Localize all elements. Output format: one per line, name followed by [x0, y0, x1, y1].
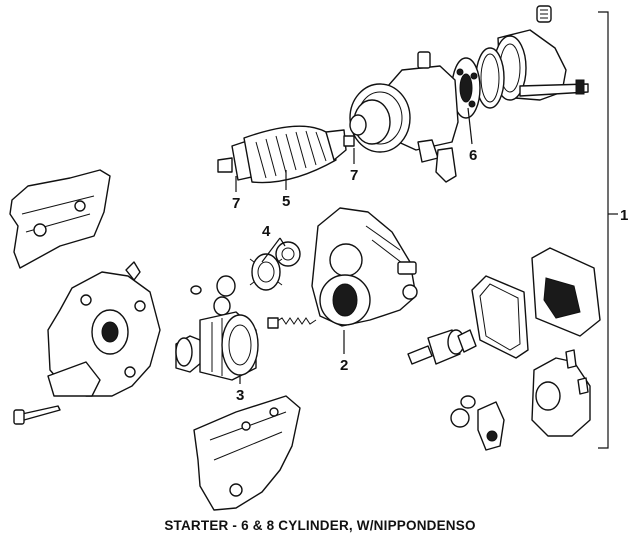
brush-plate	[451, 47, 505, 119]
washer	[267, 317, 279, 329]
callout-3: 3	[236, 387, 244, 404]
callout-5: 5	[282, 193, 290, 210]
heat-shield-lower	[193, 395, 301, 511]
drive-housing	[47, 261, 161, 397]
diagram-caption: STARTER - 6 & 8 CYLINDER, W/NIPPONDENSO	[164, 518, 476, 533]
magnetic-switch-housing	[311, 207, 418, 327]
callout-7-upper: 7	[350, 167, 358, 184]
gasket-left	[471, 275, 529, 359]
callout-1: 1	[620, 207, 628, 224]
contact-cover	[531, 349, 591, 437]
plunger-spring	[275, 317, 317, 325]
callout-2: 2	[340, 357, 348, 374]
nuts-contact-plate	[450, 395, 505, 451]
terminal-boot	[536, 5, 552, 23]
gasket-right	[531, 247, 601, 337]
heat-shield-upper	[9, 169, 111, 269]
leader-lines	[235, 107, 473, 384]
idler-gears	[249, 241, 301, 291]
bracket-1	[598, 11, 618, 449]
mounting-bolt	[13, 405, 61, 425]
end-frame	[493, 29, 589, 101]
starter-clutch	[175, 311, 259, 381]
callout-4: 4	[262, 223, 271, 240]
armature	[217, 125, 355, 184]
callout-7-lower: 7	[232, 195, 240, 212]
plunger-terminal	[407, 329, 477, 365]
steel-balls	[190, 275, 236, 316]
yoke-housing	[349, 51, 459, 183]
callout-6: 6	[469, 147, 477, 164]
